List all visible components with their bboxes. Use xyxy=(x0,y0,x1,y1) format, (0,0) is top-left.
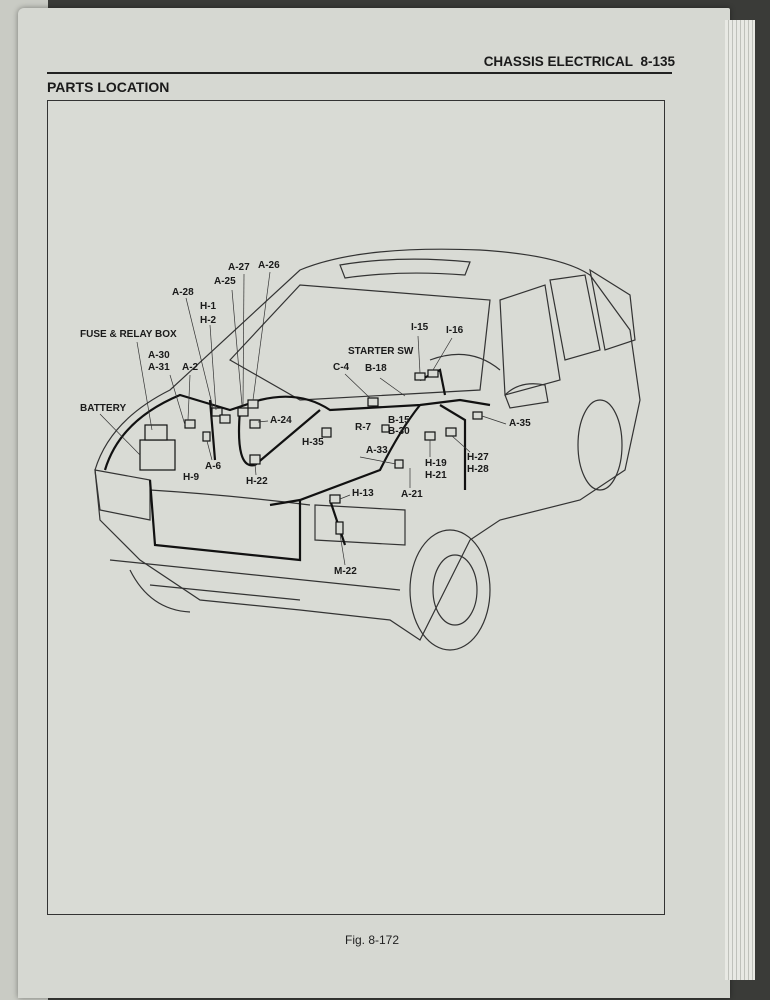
label-a-33: A-33 xyxy=(366,445,388,456)
label-i-15: I-15 xyxy=(411,322,429,333)
label-h-21: H-21 xyxy=(425,470,447,481)
label-a-27: A-27 xyxy=(228,262,250,273)
label-a-2: A-2 xyxy=(182,362,199,373)
page-edges xyxy=(725,20,755,980)
label-a-26: A-26 xyxy=(258,260,280,271)
figure-caption: Fig. 8-172 xyxy=(345,933,400,947)
header-rule xyxy=(47,72,672,74)
label-a-31: A-31 xyxy=(148,362,170,373)
label-h-19: H-19 xyxy=(425,458,447,469)
label-h-35: H-35 xyxy=(302,437,324,448)
label-r-7: R-7 xyxy=(355,422,372,433)
label-c-4: C-4 xyxy=(333,362,350,373)
label-a-21: A-21 xyxy=(401,489,423,500)
label-fuse-relay-box: FUSE & RELAY BOX xyxy=(80,329,177,340)
label-b-15: B-15 xyxy=(388,415,410,426)
label-a-35: A-35 xyxy=(509,418,531,429)
label-h-1: H-1 xyxy=(200,301,217,312)
label-battery: BATTERY xyxy=(80,403,127,414)
page-header: CHASSIS ELECTRICAL 8-135 xyxy=(484,54,675,69)
section-title: CHASSIS ELECTRICAL xyxy=(483,54,633,69)
label-b-18: B-18 xyxy=(365,363,387,374)
page-title: PARTS LOCATION xyxy=(47,79,170,95)
label-a-30: A-30 xyxy=(148,350,170,361)
page-number: 8-135 xyxy=(640,54,675,69)
label-h-28: H-28 xyxy=(467,464,489,475)
label-a-24: A-24 xyxy=(270,415,292,426)
label-h-9: H-9 xyxy=(183,472,200,483)
label-a-25: A-25 xyxy=(214,276,236,287)
label-i-16: I-16 xyxy=(446,325,464,336)
label-h-13: H-13 xyxy=(352,488,374,499)
label-m-22: M-22 xyxy=(334,566,357,577)
label-h-27: H-27 xyxy=(467,452,489,463)
label-h-2: H-2 xyxy=(200,315,217,326)
label-starter-sw: STARTER SW xyxy=(348,346,414,357)
label-b-30: B-30 xyxy=(388,426,410,437)
label-h-22: H-22 xyxy=(246,476,268,487)
label-a-28: A-28 xyxy=(172,287,194,298)
label-a-6: A-6 xyxy=(205,461,222,472)
